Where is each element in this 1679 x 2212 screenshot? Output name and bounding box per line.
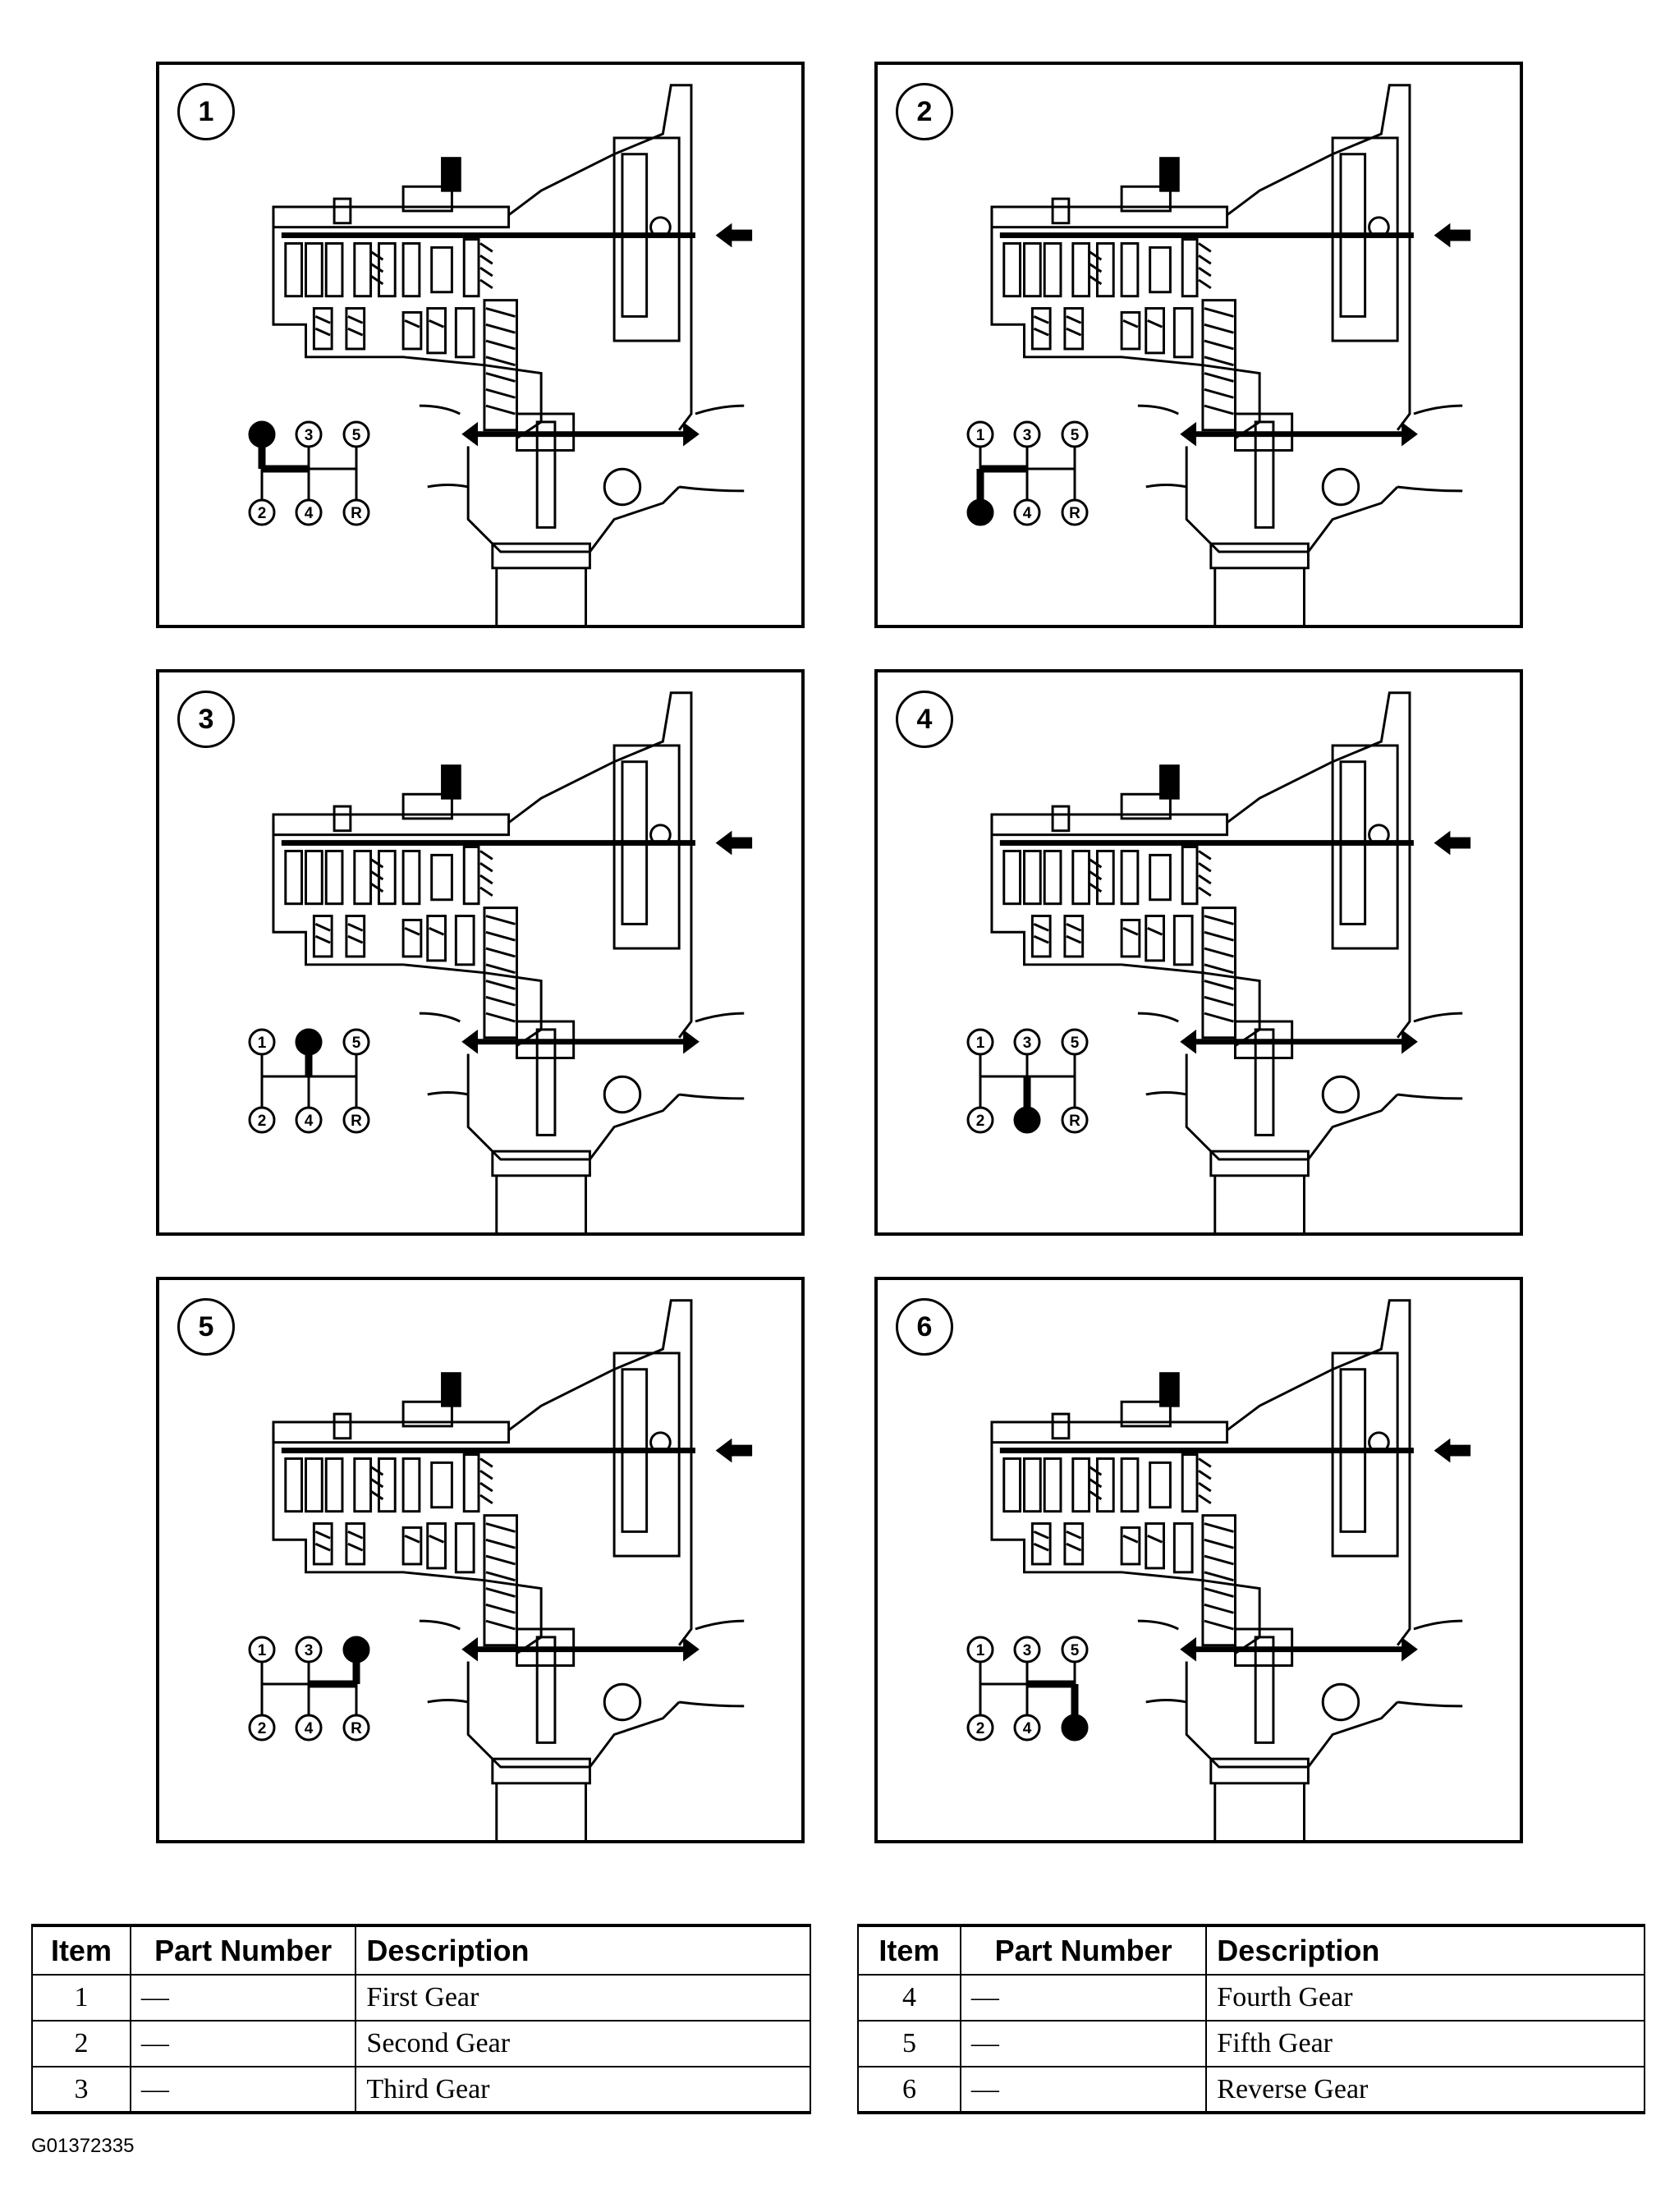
svg-text:5: 5 bbox=[352, 427, 361, 444]
cell-description: Fourth Gear bbox=[1205, 1974, 1645, 2022]
svg-text:1: 1 bbox=[258, 427, 267, 444]
shift-pattern-diagram: 1 2 3 4 5R bbox=[248, 1636, 370, 1742]
svg-text:R: R bbox=[1069, 505, 1080, 522]
cell-description: Third Gear bbox=[355, 2066, 811, 2113]
cell-item: 4 bbox=[857, 1974, 961, 2022]
svg-text:5: 5 bbox=[1071, 1642, 1080, 1659]
svg-text:4: 4 bbox=[305, 1720, 314, 1737]
svg-text:2: 2 bbox=[976, 1720, 985, 1737]
svg-text:5: 5 bbox=[1071, 427, 1080, 444]
cell-item: 6 bbox=[857, 2066, 961, 2113]
cell-description: Second Gear bbox=[355, 2020, 811, 2067]
svg-text:R: R bbox=[351, 1113, 362, 1130]
parts-table-right: Item Part Number Description 4 — Fourth … bbox=[857, 1924, 1645, 2114]
cell-item: 1 bbox=[31, 1974, 131, 2022]
svg-text:1: 1 bbox=[976, 1642, 985, 1659]
header-item: Item bbox=[31, 1925, 131, 1976]
svg-text:4: 4 bbox=[1023, 1720, 1032, 1737]
figure-code: G01372335 bbox=[31, 2135, 135, 2157]
cell-part-number: — bbox=[129, 2066, 357, 2113]
svg-text:5: 5 bbox=[352, 1642, 361, 1659]
cell-part-number: — bbox=[959, 2020, 1208, 2067]
svg-text:3: 3 bbox=[1023, 427, 1032, 444]
header-item: Item bbox=[857, 1925, 961, 1976]
cell-part-number: — bbox=[129, 2020, 357, 2067]
panel-number-badge: 1 bbox=[177, 83, 235, 140]
cell-part-number: — bbox=[959, 2066, 1208, 2113]
svg-text:4: 4 bbox=[305, 505, 314, 522]
svg-text:5: 5 bbox=[1071, 1035, 1080, 1052]
cell-part-number: — bbox=[959, 1974, 1208, 2022]
svg-text:R: R bbox=[1069, 1720, 1080, 1737]
svg-text:4: 4 bbox=[1023, 505, 1032, 522]
shift-pattern-diagram: 1 2 3 4 5R bbox=[966, 1028, 1089, 1134]
shift-pattern-diagram: 1 2 3 4 5R bbox=[966, 1636, 1089, 1742]
svg-text:R: R bbox=[351, 505, 362, 522]
transmission-cutaway-drawing bbox=[990, 84, 1471, 625]
table-header-row: Item Part Number Description bbox=[857, 1925, 1645, 1976]
transmission-cutaway-drawing bbox=[272, 1299, 753, 1840]
svg-text:3: 3 bbox=[305, 1642, 314, 1659]
svg-text:1: 1 bbox=[258, 1035, 267, 1052]
cell-item: 2 bbox=[31, 2020, 131, 2067]
table-row: 6 — Reverse Gear bbox=[857, 2066, 1645, 2113]
svg-text:3: 3 bbox=[305, 427, 314, 444]
svg-text:4: 4 bbox=[305, 1113, 314, 1130]
transmission-cutaway-drawing bbox=[990, 691, 1471, 1232]
transmission-cutaway-drawing bbox=[272, 691, 753, 1232]
table-row: 2 — Second Gear bbox=[31, 2020, 811, 2067]
shift-pattern-diagram: 1 2 3 4 5R bbox=[248, 420, 370, 526]
panel-number-badge: 6 bbox=[896, 1298, 953, 1356]
svg-text:2: 2 bbox=[976, 1113, 985, 1130]
cell-item: 5 bbox=[857, 2020, 961, 2067]
table-row: 5 — Fifth Gear bbox=[857, 2020, 1645, 2067]
panel-number-badge: 3 bbox=[177, 691, 235, 748]
svg-text:2: 2 bbox=[258, 1720, 267, 1737]
cell-part-number: — bbox=[129, 1974, 357, 2022]
panel-number-badge: 2 bbox=[896, 83, 953, 140]
panel-number-badge: 4 bbox=[896, 691, 953, 748]
transmission-cutaway-drawing bbox=[272, 84, 753, 625]
header-description: Description bbox=[1205, 1925, 1645, 1976]
svg-text:5: 5 bbox=[352, 1035, 361, 1052]
cell-description: First Gear bbox=[355, 1974, 811, 2022]
header-part-number: Part Number bbox=[959, 1925, 1208, 1976]
svg-text:3: 3 bbox=[305, 1035, 314, 1052]
svg-text:2: 2 bbox=[976, 505, 985, 522]
table-row: 3 — Third Gear bbox=[31, 2066, 811, 2113]
cell-description: Fifth Gear bbox=[1205, 2020, 1645, 2067]
header-description: Description bbox=[355, 1925, 811, 1976]
svg-text:3: 3 bbox=[1023, 1035, 1032, 1052]
cell-description: Reverse Gear bbox=[1205, 2066, 1645, 2113]
svg-text:4: 4 bbox=[1023, 1113, 1032, 1130]
table-row: 1 — First Gear bbox=[31, 1974, 811, 2022]
header-part-number: Part Number bbox=[129, 1925, 357, 1976]
cell-item: 3 bbox=[31, 2066, 131, 2113]
table-row: 4 — Fourth Gear bbox=[857, 1974, 1645, 2022]
svg-text:R: R bbox=[1069, 1113, 1080, 1130]
svg-text:R: R bbox=[351, 1720, 362, 1737]
panel-number-badge: 5 bbox=[177, 1298, 235, 1356]
svg-text:1: 1 bbox=[258, 1642, 267, 1659]
parts-table-left: Item Part Number Description 1 — First G… bbox=[31, 1924, 811, 2114]
svg-text:1: 1 bbox=[976, 427, 985, 444]
table-header-row: Item Part Number Description bbox=[31, 1925, 811, 1976]
transmission-cutaway-drawing bbox=[990, 1299, 1471, 1840]
svg-text:3: 3 bbox=[1023, 1642, 1032, 1659]
svg-text:1: 1 bbox=[976, 1035, 985, 1052]
shift-pattern-diagram: 1 2 3 4 5R bbox=[248, 1028, 370, 1134]
shift-pattern-diagram: 1 2 3 4 5R bbox=[966, 420, 1089, 526]
svg-text:2: 2 bbox=[258, 505, 267, 522]
svg-text:2: 2 bbox=[258, 1113, 267, 1130]
